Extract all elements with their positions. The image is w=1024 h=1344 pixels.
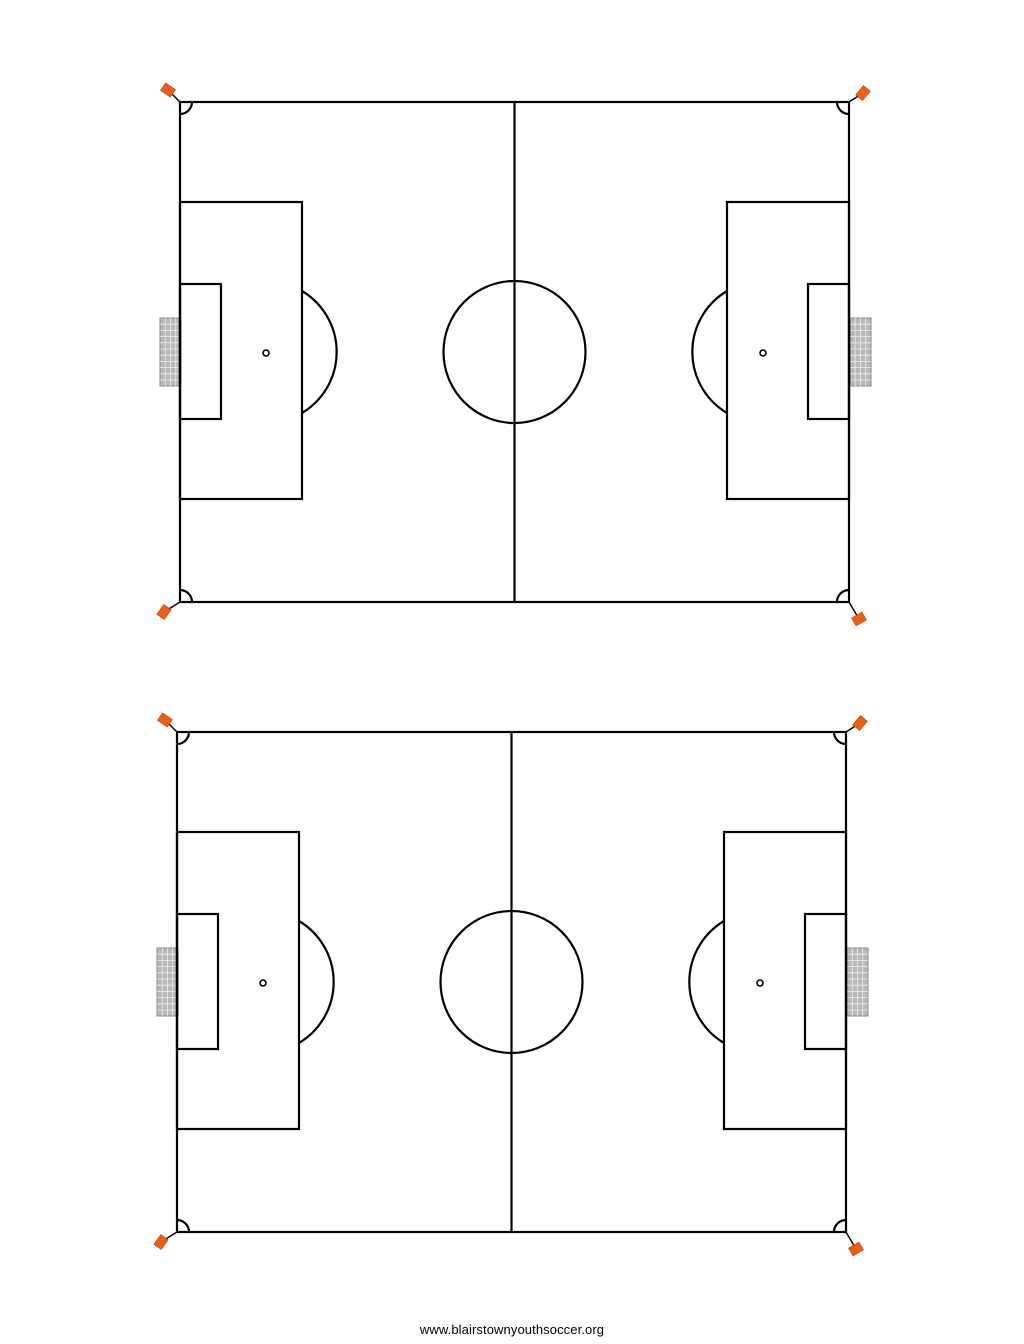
corner-flag-icon (160, 82, 181, 103)
goal-net-icon (849, 317, 872, 387)
soccer-field-top (0, 0, 1024, 640)
penalty-arc-right (688, 920, 725, 1044)
penalty-area-right (725, 200, 851, 501)
corner-arc-top-right (835, 101, 850, 116)
goal-area-left (178, 282, 223, 421)
corner-flag-icon (848, 601, 867, 627)
goal-area-left (175, 912, 220, 1051)
website-url: www.blairstownyouthsoccer.org (419, 1322, 605, 1337)
flag-cloth (153, 1234, 169, 1250)
corner-flag-icon (156, 601, 181, 620)
corner-arc-top-right (832, 731, 847, 746)
penalty-spot-left (259, 979, 267, 987)
center-circle (439, 909, 584, 1055)
corner-flag-icon (845, 715, 868, 733)
flag-cloth (851, 611, 867, 627)
corner-arc-top-left (176, 731, 191, 746)
center-circle (442, 279, 587, 425)
flag-cloth (855, 85, 871, 101)
goal-net-icon (156, 947, 179, 1017)
goal-net-icon (159, 317, 182, 387)
flag-cloth (157, 712, 173, 728)
penalty-arc-left (298, 920, 335, 1044)
penalty-spot-right (759, 349, 767, 357)
penalty-area-right (722, 830, 848, 1131)
penalty-arc-right (691, 290, 728, 414)
flag-cloth (848, 1241, 864, 1257)
flag-cloth (156, 604, 172, 620)
corner-arc-top-left (179, 101, 194, 116)
goal-area-right (806, 282, 851, 421)
corner-flag-icon (848, 85, 871, 103)
corner-flag-icon (157, 712, 178, 733)
corner-flag-icon (153, 1231, 178, 1250)
penalty-spot-right (756, 979, 764, 987)
soccer-field-diagram (156, 82, 872, 627)
soccer-field-bottom (0, 630, 1024, 1270)
penalty-arc-left (301, 290, 338, 414)
penalty-area-left (175, 830, 301, 1131)
penalty-area-left (178, 200, 304, 501)
goal-area-right (803, 912, 848, 1051)
goal-net-icon (846, 947, 869, 1017)
corner-arc-bottom-left (176, 1218, 191, 1233)
penalty-spot-left (262, 349, 270, 357)
corner-arc-bottom-right (832, 1218, 847, 1233)
corner-arc-bottom-left (179, 588, 194, 603)
flag-cloth (852, 715, 868, 731)
soccer-field-diagram (153, 712, 869, 1257)
corner-arc-bottom-right (835, 588, 850, 603)
corner-flag-icon (845, 1231, 864, 1257)
flag-cloth (160, 82, 176, 98)
